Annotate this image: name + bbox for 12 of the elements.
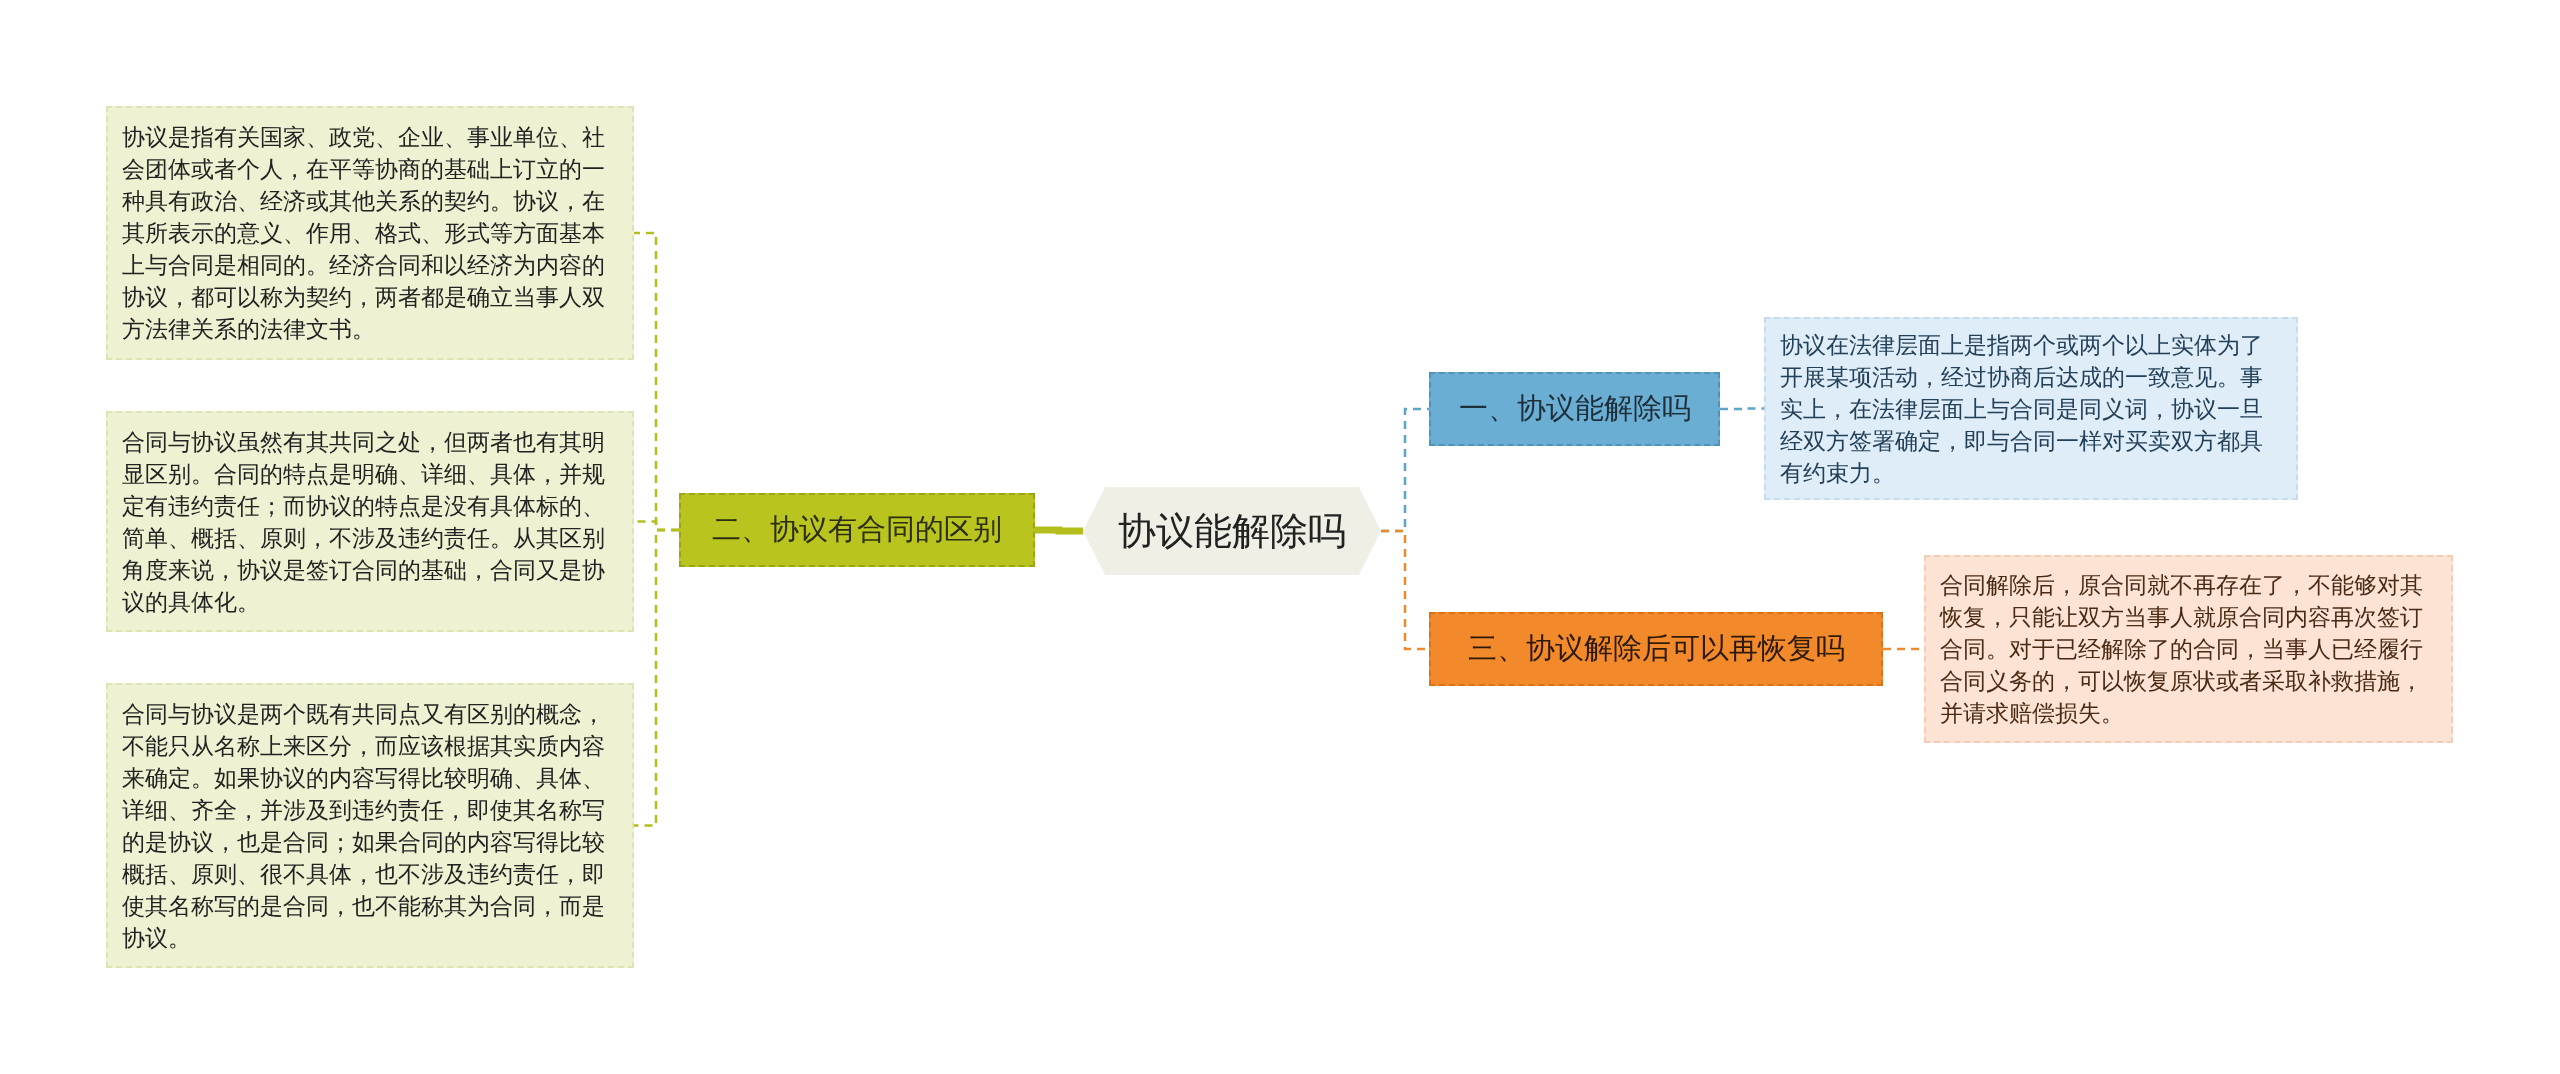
- connector-line: [634, 528, 679, 827]
- topic-box: 三、协议解除后可以再恢复吗: [1429, 612, 1883, 686]
- topic-box: 二、协议有合同的区别: [679, 493, 1035, 567]
- note-box: 合同与协议虽然有其共同之处，但两者也有其明显区别。合同的特点是明确、详细、具体，并规定有违约责任；而协议的特点是没有具体标的、简单、概括、原则，不涉及违约责任。从其区别角度来说，协议是签订合同的基础，合同又是协议的具体化。: [106, 411, 634, 632]
- note-box: 合同解除后，原合同就不再存在了，不能够对其恢复，只能让双方当事人就原合同内容再次签订合同。对于已经解除了的合同，当事人已经履行合同义务的，可以恢复原状或者采取补救措施，并请求赔偿损失。: [1924, 555, 2453, 743]
- note-box: 协议在法律层面上是指两个或两个以上实体为了开展某项活动，经过协商后达成的一致意见。事实上，在法律层面上与合同是同义词，协议一旦经双方签署确定，即与合同一样对买卖双方都具有约束力。: [1764, 317, 2298, 500]
- connector-line: [1035, 526, 1083, 535]
- topic-box: 一、协议能解除吗: [1429, 372, 1720, 446]
- note-box: 协议是指有关国家、政党、企业、事业单位、社会团体或者个人，在平等协商的基础上订立的一种具有政治、经济或其他关系的契约。协议，在其所表示的意义、作用、格式、形式等方面基本上与合同是相同的。经济合同和以经济为内容的协议，都可以称为契约，两者都是确立当事人双方法律关系的法律文书。: [106, 106, 634, 360]
- connector-line: [1720, 407, 1764, 411]
- central-topic: 协议能解除吗: [1083, 487, 1381, 575]
- note-box: 合同与协议是两个既有共同点又有区别的概念，不能只从名称上来区分，而应该根据其实质内容来确定。如果协议的内容写得比较明确、具体、详细、齐全，并涉及到违约责任，即使其名称写的是协议，也是合同；如果合同的内容写得比较概括、原则、很不具体，也不涉及违约责任，即使其名称写的是合同，也不能称其为合同，而是协议。: [106, 683, 634, 968]
